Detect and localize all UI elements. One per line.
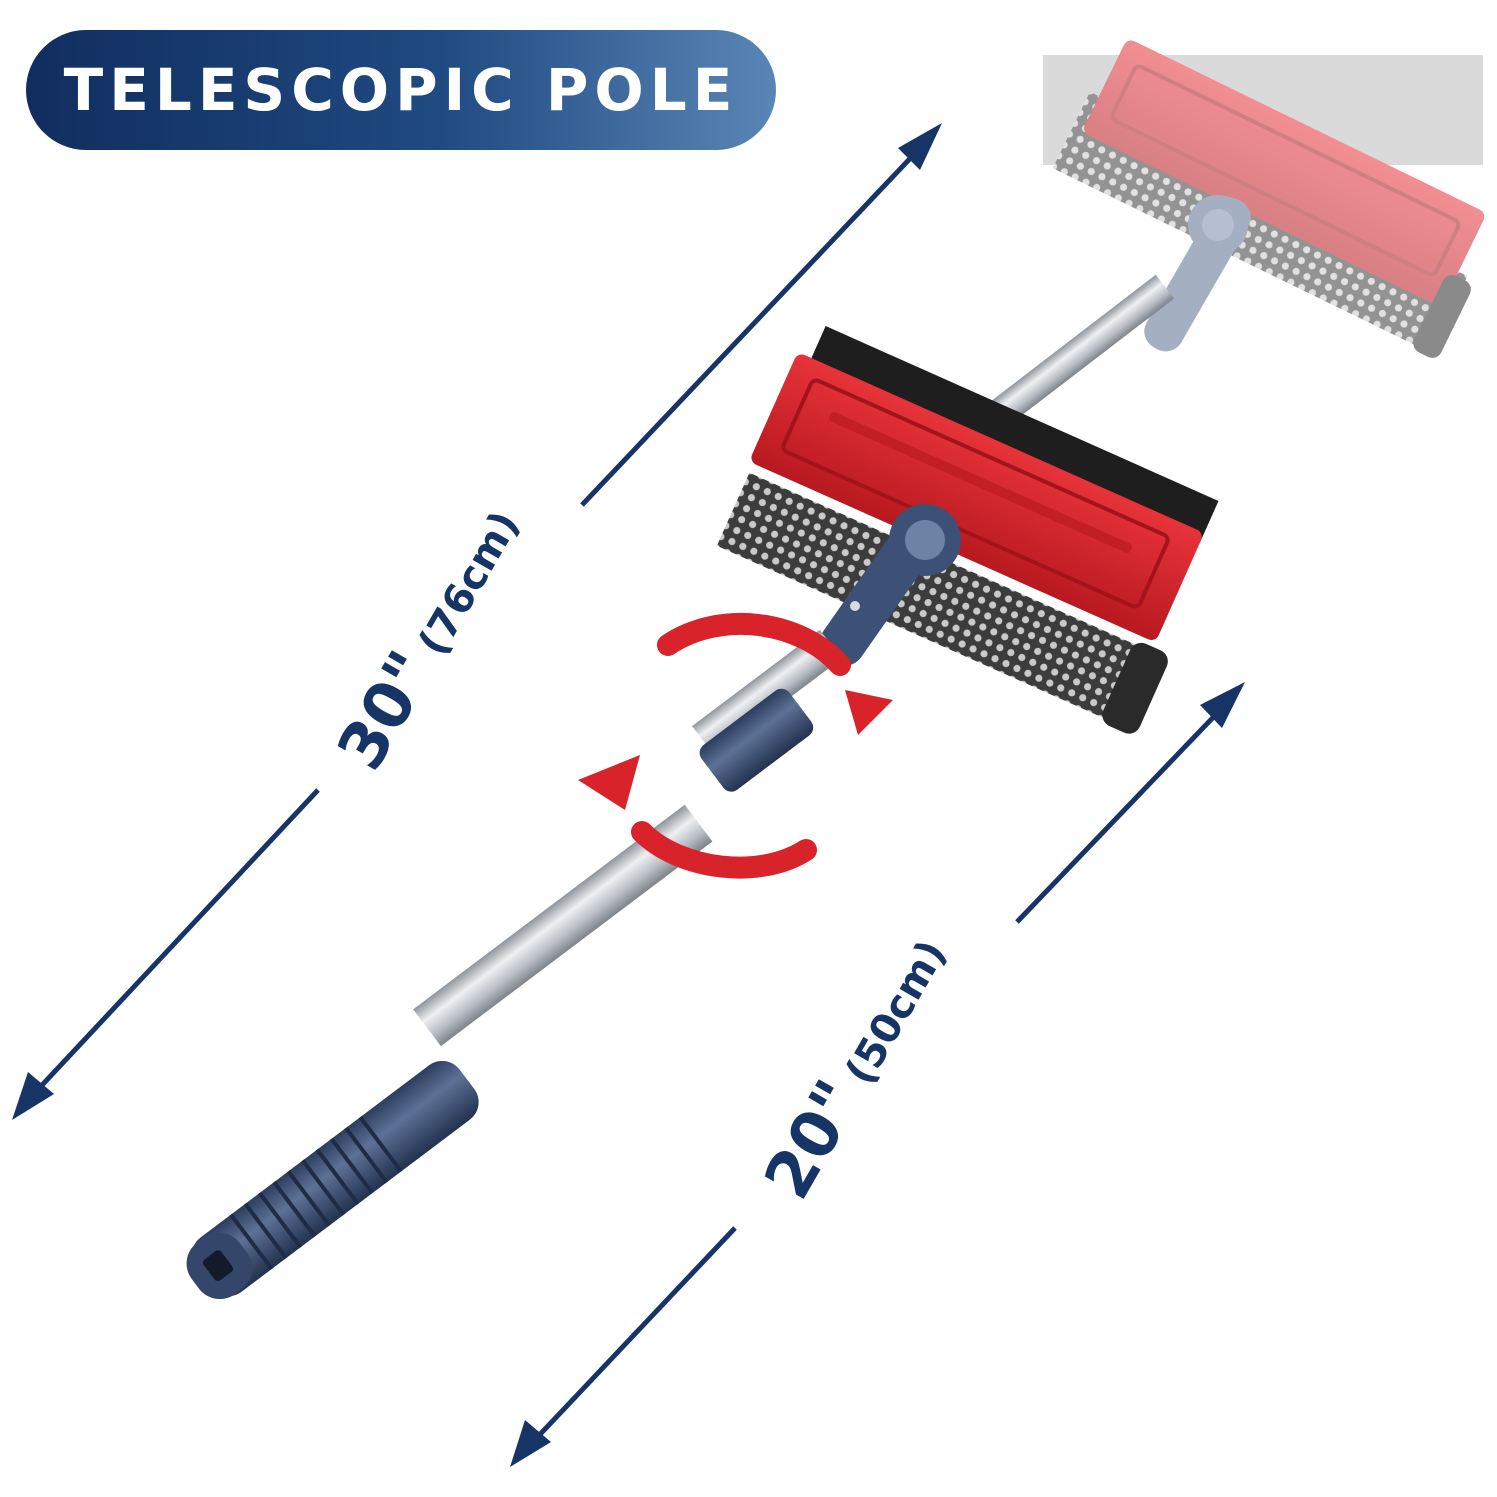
- squeegee-head: [716, 326, 1219, 734]
- outer-pole-segment: [413, 804, 713, 1047]
- title-text: TELESCOPIC POLE: [63, 56, 739, 124]
- twist-lock-collar: [699, 688, 814, 792]
- rotate-arrow-icon: [578, 612, 893, 879]
- long-length-main: 30": [324, 639, 449, 782]
- svg-text:30" (76cm): 30" (76cm): [324, 493, 534, 783]
- short-length-metric: (50cm): [837, 933, 956, 1093]
- extended-squeegee-ghost: [1043, 40, 1485, 358]
- svg-text:20" (50cm): 20" (50cm): [751, 922, 961, 1212]
- short-length-main: 20": [751, 1068, 876, 1211]
- middle-pole-segment: [692, 629, 842, 755]
- dimension-arrow-icon: [510, 682, 1245, 1467]
- swivel-joint: [819, 504, 961, 666]
- handle-grip: [186, 1060, 479, 1300]
- short-length-label: 20" (50cm): [751, 922, 961, 1212]
- title-banner: TELESCOPIC POLE: [26, 30, 776, 150]
- long-length-metric: (76cm): [410, 504, 529, 664]
- long-length-label: 30" (76cm): [324, 493, 534, 783]
- dimension-arrow-icon: [12, 123, 942, 1120]
